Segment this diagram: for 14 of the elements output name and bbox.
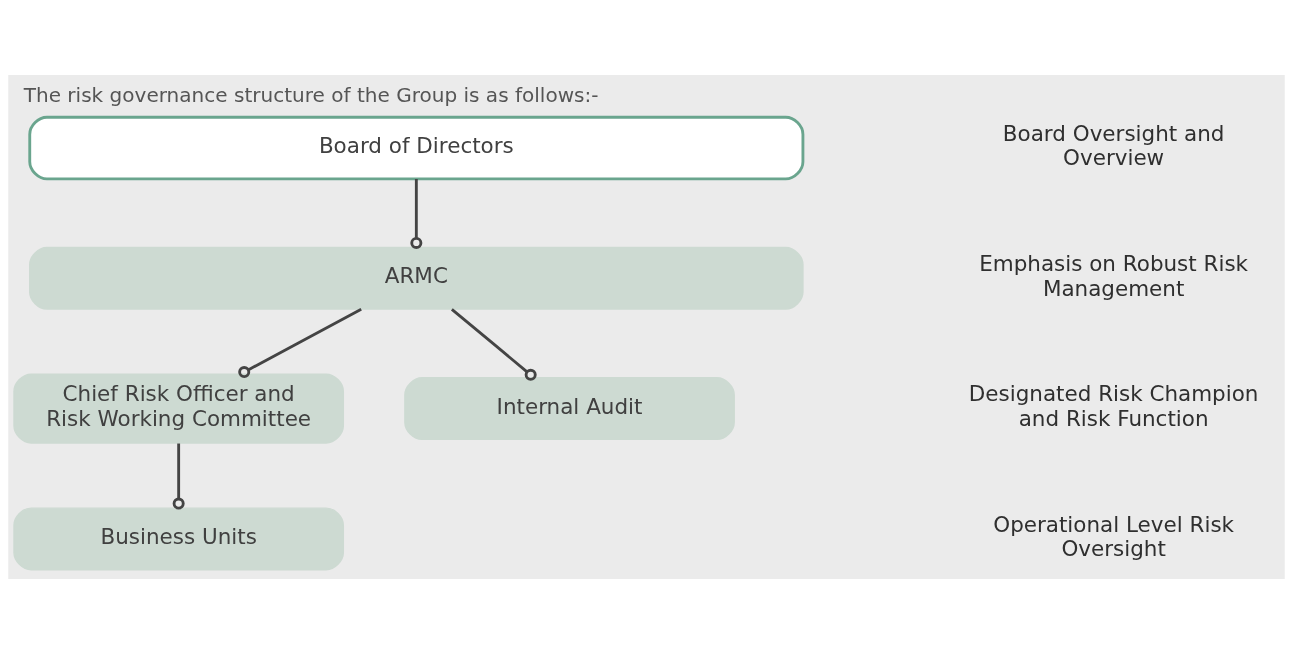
connector: [450, 307, 537, 381]
diagram-title: The risk governance structure of the Group is as follows:-: [23, 82, 599, 107]
label: Emphasis on Robust Risk Management: [979, 250, 1249, 300]
node-box: Board of Directors: [28, 115, 805, 180]
connector: [238, 307, 362, 378]
label: Operational Level Risk Oversight: [993, 511, 1235, 561]
connector: [172, 443, 185, 510]
node-box: Chief Risk Officer and Risk Working Committee: [13, 373, 345, 444]
node-box: ARMC: [29, 246, 804, 310]
node-box: Business Units: [13, 506, 345, 570]
label: Board Oversight and Overview: [1002, 120, 1225, 170]
connector: [410, 178, 423, 249]
label: Designated Risk Champion and Risk Function: [968, 380, 1259, 431]
node-box: Internal Audit: [404, 376, 735, 440]
